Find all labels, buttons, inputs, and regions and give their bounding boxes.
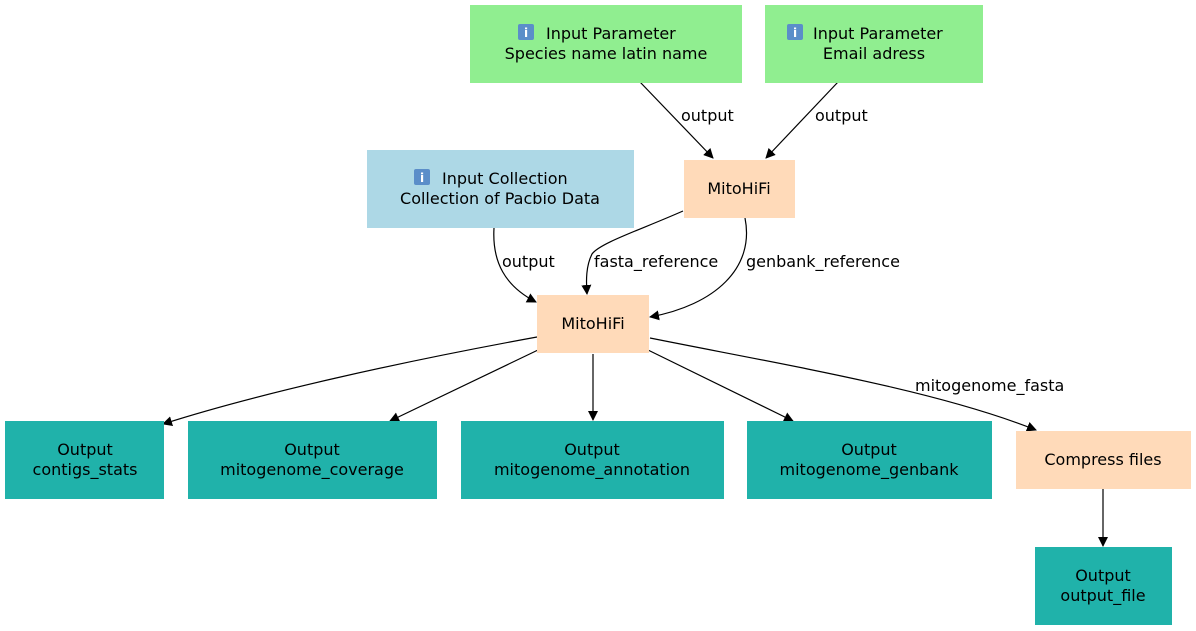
node-box: [5, 421, 164, 499]
node-box: [537, 295, 649, 353]
svg-text:i: i: [420, 171, 424, 185]
node-input-parameter-species: i Input Parameter Species name latin nam…: [470, 5, 742, 83]
node-output-file: Output output_file: [1035, 547, 1172, 625]
node-input-parameter-email: i Input Parameter Email adress: [765, 5, 983, 83]
node-box: [747, 421, 992, 499]
node-label: Compress files: [1044, 450, 1161, 469]
node-output-mitogenome-coverage: Output mitogenome_coverage: [188, 421, 437, 499]
node-subtitle: mitogenome_genbank: [780, 460, 960, 480]
edge-genbank-reference: [649, 217, 747, 321]
edge-label-fasta-reference: fasta_reference: [594, 252, 718, 272]
node-box: [684, 160, 795, 218]
edge-email-to-mitohifi-ref: [765, 81, 839, 159]
node-title: Input Collection: [442, 169, 568, 188]
node-box: [1016, 431, 1191, 489]
svg-text:i: i: [793, 26, 797, 40]
edge-to-mitogenome-coverage: [389, 349, 539, 422]
edge-label-species-output: output: [681, 106, 734, 125]
node-output-mitogenome-annotation: Output mitogenome_annotation: [461, 421, 724, 499]
edge-label-collection-output: output: [502, 252, 555, 271]
node-subtitle: mitogenome_coverage: [220, 460, 404, 480]
node-title: Output: [284, 440, 340, 459]
info-icon: i: [518, 24, 534, 40]
info-icon: i: [787, 24, 803, 40]
edge-to-mitogenome-genbank: [647, 349, 794, 422]
edge-label-genbank-reference: genbank_reference: [746, 252, 900, 272]
edge-fasta-reference: [581, 210, 684, 295]
node-subtitle: mitogenome_annotation: [494, 460, 690, 480]
edge-mitogenome-fasta: [649, 337, 1037, 432]
node-box: [188, 421, 437, 499]
svg-text:i: i: [524, 26, 528, 40]
node-input-collection-pacbio: i Input Collection Collection of Pacbio …: [367, 150, 634, 228]
edge-species-to-mitohifi-ref: [639, 81, 714, 159]
node-mitohifi-reference: MitoHiFi: [684, 160, 795, 218]
node-mitohifi-main: MitoHiFi: [537, 295, 649, 353]
node-box: [367, 150, 634, 228]
edges: [162, 81, 1108, 547]
node-label: MitoHiFi: [707, 179, 770, 198]
info-icon: i: [414, 169, 430, 185]
node-title: Output: [564, 440, 620, 459]
node-title: Input Parameter: [813, 24, 943, 43]
node-box: [1035, 547, 1172, 625]
node-title: Output: [57, 440, 113, 459]
node-output-contigs-stats: Output contigs_stats: [5, 421, 164, 499]
edge-to-contigs-stats: [162, 336, 538, 427]
node-box: [765, 5, 983, 83]
node-subtitle: Email adress: [823, 44, 925, 63]
node-label: MitoHiFi: [561, 314, 624, 333]
edge-collection-to-mitohifi-main: [493, 227, 537, 303]
node-subtitle: output_file: [1060, 586, 1145, 606]
node-subtitle: Species name latin name: [505, 44, 708, 63]
node-title: Input Parameter: [546, 24, 676, 43]
node-box: [470, 5, 742, 83]
edge-label-email-output: output: [815, 106, 868, 125]
node-compress-files: Compress files: [1016, 431, 1191, 489]
node-subtitle: Collection of Pacbio Data: [400, 189, 600, 208]
edge-label-mitogenome-fasta: mitogenome_fasta: [915, 376, 1064, 396]
edge-labels: output output output fasta_reference gen…: [502, 106, 1064, 396]
node-box: [461, 421, 724, 499]
node-title: Output: [841, 440, 897, 459]
node-subtitle: contigs_stats: [33, 460, 138, 480]
node-output-mitogenome-genbank: Output mitogenome_genbank: [747, 421, 992, 499]
node-title: Output: [1075, 566, 1131, 585]
